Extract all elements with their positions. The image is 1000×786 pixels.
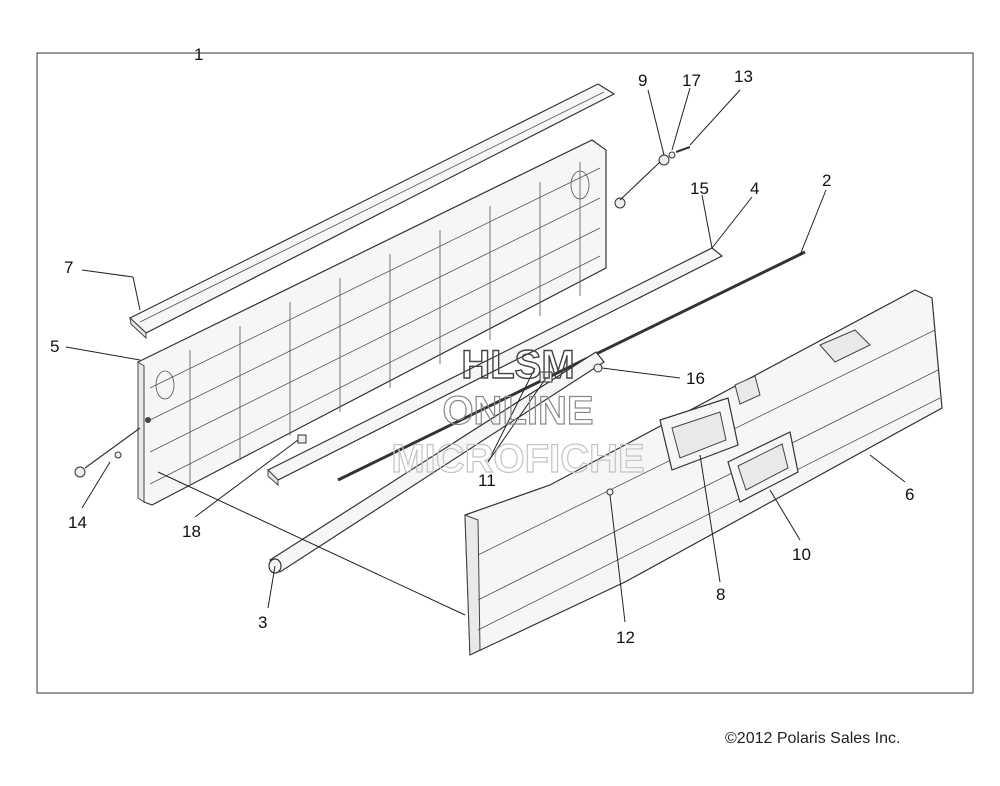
part-18-clip <box>297 434 307 444</box>
part-8-handle-bezel <box>659 397 739 471</box>
callout-4: 4 <box>750 179 759 198</box>
watermark-line-2: ONLINE <box>442 389 593 433</box>
part-11-bracket <box>539 371 553 383</box>
part-16-fastener <box>593 363 603 373</box>
callout-7: 7 <box>64 258 73 277</box>
part-2-rod <box>337 250 806 482</box>
callout-8: 8 <box>716 585 725 604</box>
part-13-bolt <box>675 146 691 153</box>
part-3-tube <box>268 351 605 574</box>
callout-14: 14 <box>68 513 87 532</box>
diagram-frame <box>36 52 974 694</box>
part-14-washer <box>114 451 122 459</box>
callout-11: 11 <box>478 471 496 490</box>
watermark: HLSM ONLINE MICROFICHE <box>391 342 646 481</box>
callout-6: 6 <box>905 485 914 504</box>
part-9-washer <box>658 154 670 166</box>
callout-2: 2 <box>822 171 831 190</box>
part-17-washer <box>668 151 676 159</box>
callout-9: 9 <box>638 71 647 90</box>
hardware-parts <box>74 146 691 496</box>
part-15-nut <box>614 197 626 209</box>
callout-1: 1 <box>194 45 203 64</box>
part-4-channel <box>266 247 724 487</box>
callout-15: 15 <box>690 179 709 198</box>
callout-3: 3 <box>258 613 267 632</box>
callout-10: 10 <box>792 545 811 564</box>
part-5-inner-panel <box>137 139 607 506</box>
part-12-screw <box>606 488 614 496</box>
callout-12: 12 <box>616 628 635 647</box>
part-6-outer-shell <box>464 289 943 656</box>
part-10-handle <box>727 431 799 503</box>
watermark-line-3: MICROFICHE <box>391 437 644 481</box>
callout-17: 17 <box>682 71 701 90</box>
part-14-nut <box>74 466 86 478</box>
callout-13: 13 <box>734 67 753 86</box>
callout-numbers: 1 2 3 4 5 6 7 8 9 10 11 12 13 14 15 16 1… <box>50 45 914 647</box>
callout-16: 16 <box>686 369 705 388</box>
watermark-line-1: HLSM <box>461 343 574 387</box>
leader-lines <box>65 87 906 623</box>
callout-18: 18 <box>182 522 201 541</box>
copyright-notice: ©2012 Polaris Sales Inc. <box>725 730 901 747</box>
part-7-top-cap <box>128 83 616 340</box>
callout-5: 5 <box>50 337 59 356</box>
